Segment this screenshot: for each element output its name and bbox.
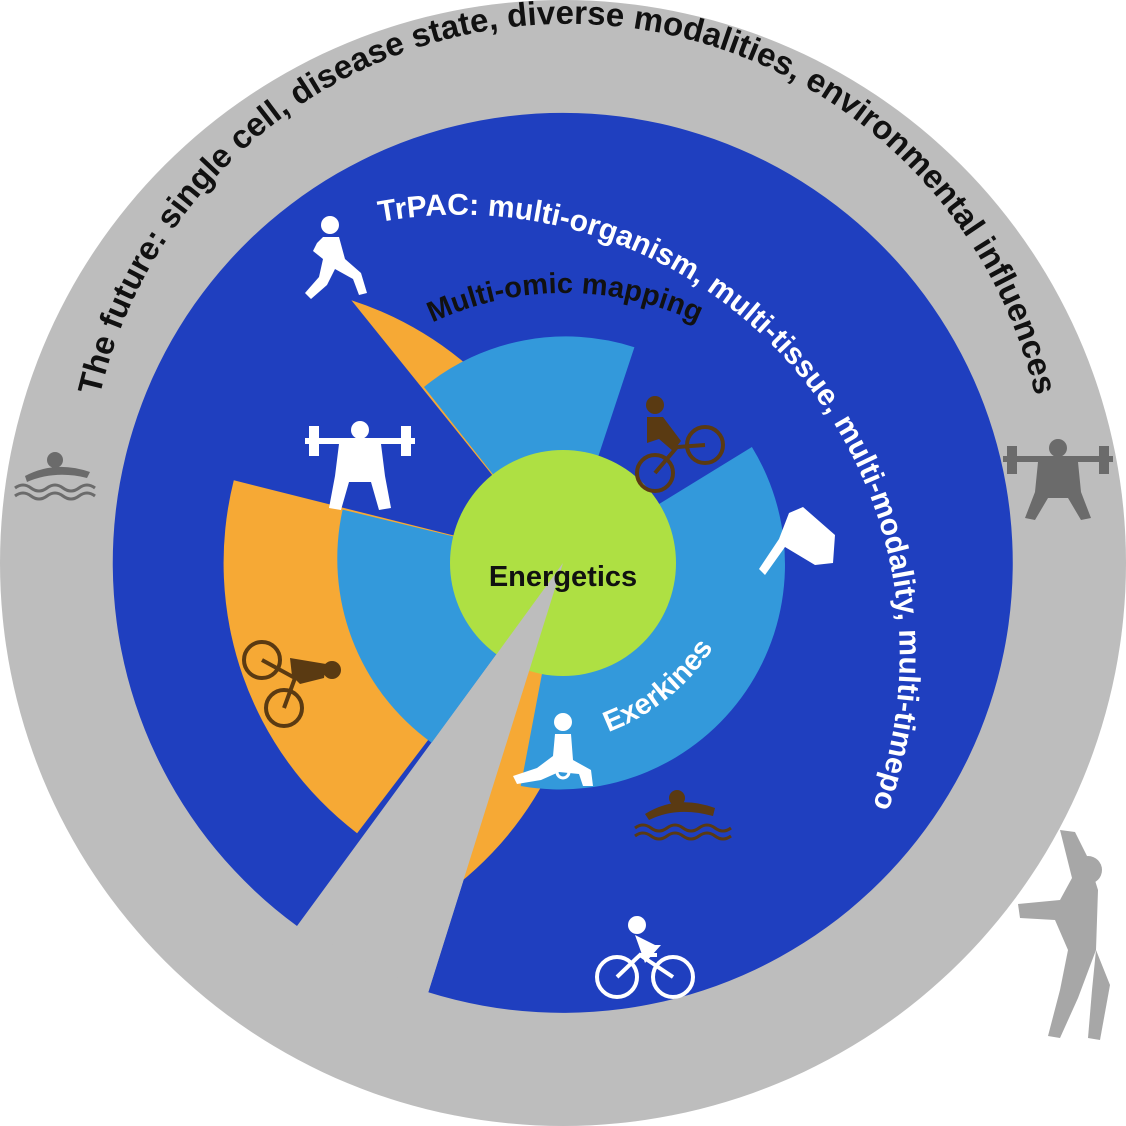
exerkines-ring-top-segment bbox=[424, 336, 635, 563]
energetics-label: Energetics bbox=[489, 561, 637, 593]
runner-icon bbox=[305, 216, 367, 299]
weightlifter-icon bbox=[1003, 439, 1113, 520]
swimmer-icon bbox=[634, 790, 732, 841]
gray-wedge bbox=[298, 563, 563, 993]
climber-icon bbox=[1018, 830, 1110, 1040]
cyclist-icon bbox=[595, 916, 695, 999]
weightlifter-icon bbox=[305, 421, 415, 510]
diver-icon bbox=[759, 507, 835, 575]
road-cyclist-icon bbox=[242, 640, 341, 728]
swimmer-icon bbox=[14, 452, 96, 501]
cyclist-icon bbox=[635, 396, 725, 493]
lunge-kettlebell-icon bbox=[513, 713, 593, 786]
